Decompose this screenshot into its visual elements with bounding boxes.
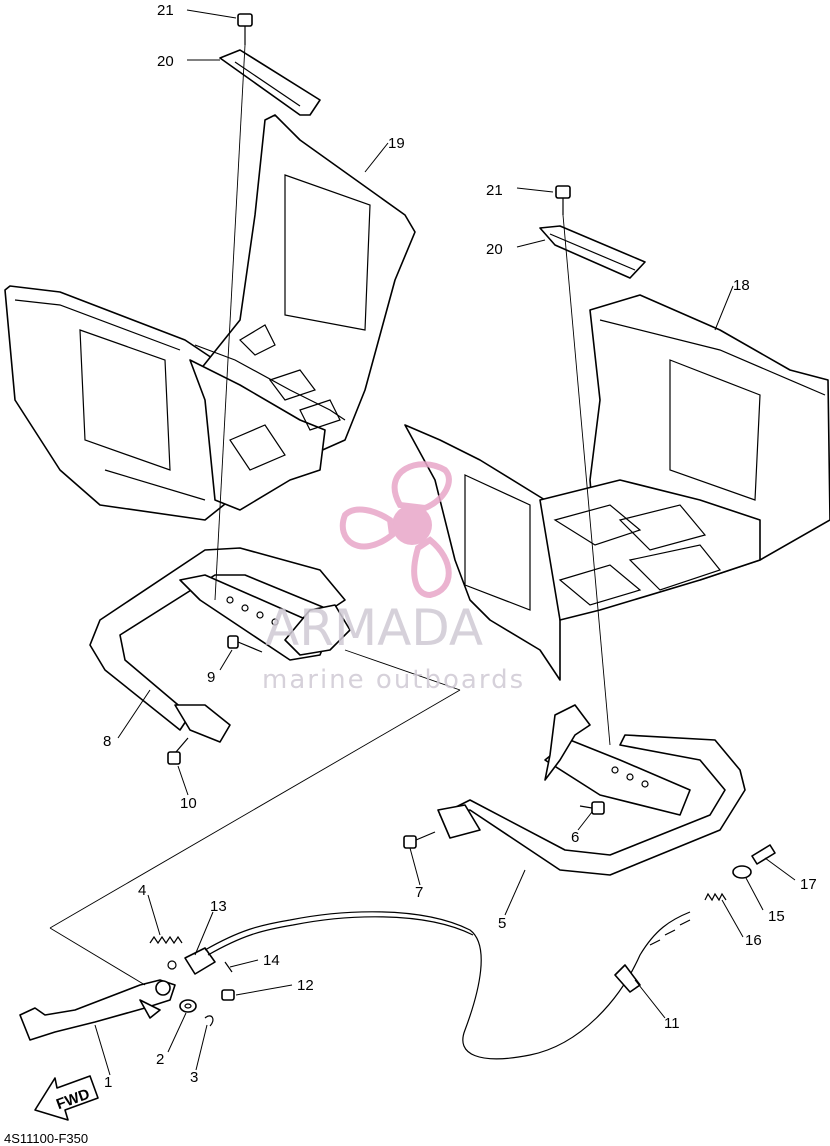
callout-1: 1 bbox=[104, 1074, 112, 1091]
bolt-21-right bbox=[555, 185, 571, 215]
right-footrest-bracket bbox=[437, 704, 746, 876]
callout-21-right: 21 bbox=[486, 182, 503, 199]
clip-3 bbox=[204, 1015, 214, 1027]
callout-6: 6 bbox=[571, 829, 579, 846]
callout-15: 15 bbox=[768, 908, 785, 925]
callout-5: 5 bbox=[498, 915, 506, 932]
fwd-direction-arrow: FWD bbox=[34, 1075, 99, 1121]
callout-10: 10 bbox=[180, 795, 197, 812]
brake-pedal bbox=[19, 979, 176, 1041]
callout-16: 16 bbox=[745, 932, 762, 949]
callout-21-left: 21 bbox=[157, 2, 174, 19]
bolt-10 bbox=[167, 737, 189, 765]
callout-3: 3 bbox=[190, 1069, 198, 1086]
brake-cable bbox=[204, 911, 691, 1060]
left-footrest-bracket bbox=[89, 547, 351, 743]
callout-14: 14 bbox=[263, 952, 280, 969]
bolt-21-left bbox=[237, 13, 253, 45]
callout-18: 18 bbox=[733, 277, 750, 294]
spring-4 bbox=[149, 935, 183, 945]
right-footrest-panel bbox=[404, 294, 830, 681]
callout-20-left: 20 bbox=[157, 53, 174, 70]
callout-12: 12 bbox=[297, 977, 314, 994]
spring-16 bbox=[704, 892, 727, 902]
callout-13: 13 bbox=[210, 898, 227, 915]
callout-20-right: 20 bbox=[486, 241, 503, 258]
leader-lines bbox=[94, 9, 796, 1076]
watermark-brand: ARMADA bbox=[265, 599, 483, 657]
armada-watermark: ARMADA marine outboards bbox=[262, 461, 525, 695]
pin-14 bbox=[224, 961, 233, 973]
callout-9: 9 bbox=[207, 669, 215, 686]
callout-numbers: 21 20 19 21 20 18 9 8 10 6 7 5 17 15 16 … bbox=[103, 2, 817, 1091]
propeller-logo-icon bbox=[339, 461, 452, 599]
pin-12 bbox=[221, 989, 235, 1001]
diagram-code: 4S11100-F350 bbox=[4, 1131, 88, 1146]
bolt-9 bbox=[227, 635, 263, 653]
callout-17: 17 bbox=[800, 876, 817, 893]
fitting-15 bbox=[732, 865, 752, 879]
left-footwell bbox=[189, 114, 416, 511]
footrest-pad-right bbox=[539, 225, 646, 279]
bolt-6 bbox=[579, 801, 605, 815]
callout-4: 4 bbox=[138, 882, 146, 899]
callout-2: 2 bbox=[156, 1051, 164, 1068]
callout-7: 7 bbox=[415, 884, 423, 901]
pin-17 bbox=[751, 844, 776, 865]
reference-lines bbox=[49, 44, 611, 986]
callout-11: 11 bbox=[664, 1015, 680, 1032]
callout-19: 19 bbox=[388, 135, 405, 152]
bolt-7 bbox=[403, 831, 436, 849]
watermark-tagline: marine outboards bbox=[262, 665, 525, 695]
joint-13 bbox=[167, 947, 216, 975]
footrest-pad-left bbox=[219, 49, 321, 116]
washer-2 bbox=[179, 999, 197, 1013]
callout-8: 8 bbox=[103, 733, 111, 750]
